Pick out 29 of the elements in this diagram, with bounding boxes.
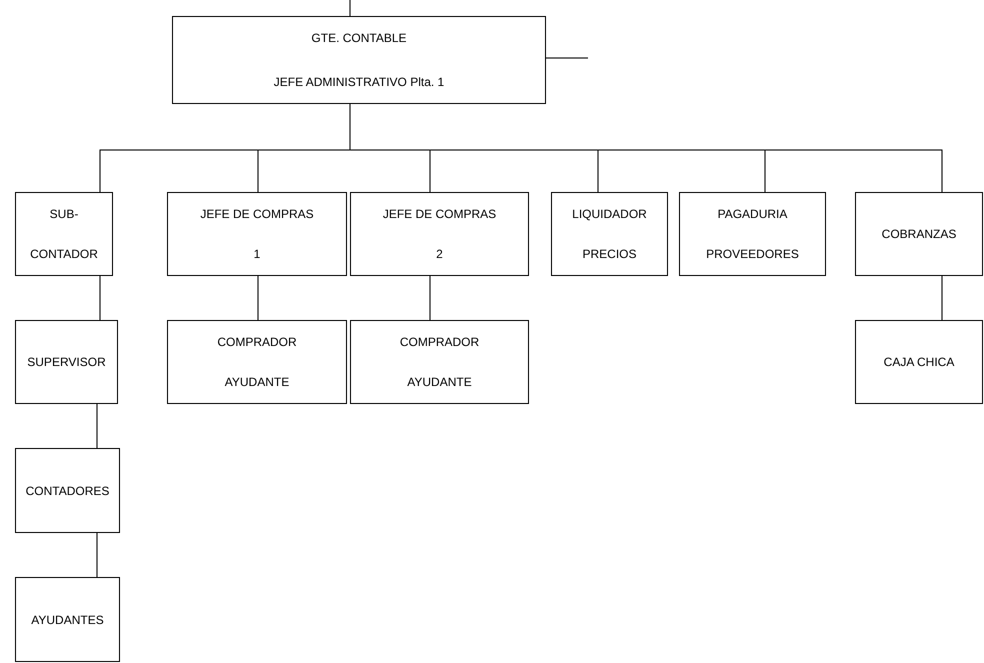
org-box	[15, 448, 120, 533]
position-title: COBRANZAS	[882, 226, 956, 243]
org-box	[167, 192, 347, 276]
position-title: SUPERVISOR	[27, 354, 106, 371]
position-title: LIQUIDADOR PRECIOS	[571, 206, 648, 263]
position-title: CAJA CHICA	[884, 354, 954, 371]
position-title: CONTADORES	[26, 482, 110, 500]
org-box	[551, 192, 668, 276]
org-box	[350, 320, 529, 404]
org-box	[679, 192, 826, 276]
position-title: JEFE ADMINISTRATIVO Plta. 1	[274, 74, 444, 91]
connector-line	[96, 404, 98, 448]
position-title: SUB- CONTADOR	[29, 206, 99, 263]
org-box	[15, 320, 118, 404]
connector-line	[96, 532, 98, 578]
position-title: AYUDANTES	[31, 612, 104, 628]
position-title: GTE. CONTABLE	[311, 30, 407, 47]
position-title: PAGADURIA PROVEEDORES	[705, 206, 800, 263]
org-box	[15, 577, 120, 662]
position-title: COMPRADOR AYUDANTE	[398, 334, 480, 391]
org-box	[350, 192, 529, 276]
org-box	[172, 16, 546, 104]
position-title: COMPRADOR AYUDANTE	[216, 334, 298, 391]
position-title: JEFE DE COMPRAS 2	[382, 206, 498, 263]
position-title: JEFE DE COMPRAS 1	[199, 206, 315, 263]
org-box	[855, 320, 983, 404]
org-box	[15, 192, 113, 276]
org-box	[855, 192, 983, 276]
org-box	[167, 320, 347, 404]
